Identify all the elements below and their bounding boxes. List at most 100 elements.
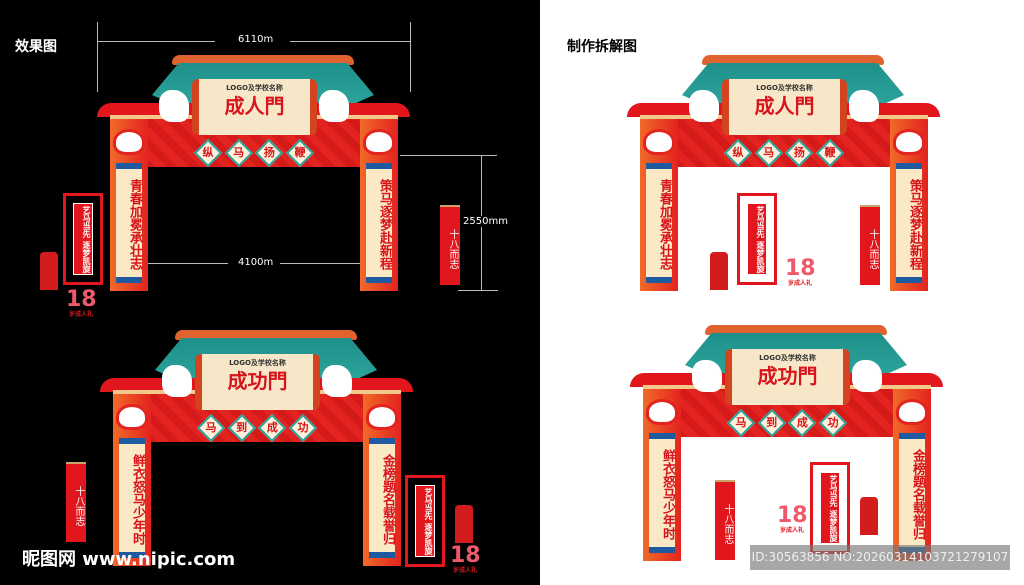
slogan-diamond: 鞭 <box>818 141 842 165</box>
logo-text: LOGO及学校名称 <box>226 84 283 92</box>
left-couplet: 鲜衣怒马少年时 <box>119 438 145 558</box>
roof-ridge <box>702 55 884 65</box>
left-couplet: 鲜衣怒马少年时 <box>649 433 675 553</box>
slogan-char: 到 <box>236 421 248 434</box>
age-number: 18 <box>785 256 816 281</box>
gift-box <box>710 252 728 290</box>
lion-head-icon <box>893 129 925 155</box>
banner-frame <box>405 475 445 567</box>
left-couplet: 青春加冕承壮志 <box>646 163 672 283</box>
lion-head-icon <box>363 129 395 155</box>
slogan-char: 功 <box>827 416 839 429</box>
slogan-diamonds: 马到成功 <box>729 411 845 437</box>
effect-label: 效果图 <box>15 39 57 55</box>
curtain-panel: 十八而志 <box>66 462 86 542</box>
curtain-panel: 十八而志 <box>860 205 880 285</box>
slogan-diamond: 纵 <box>726 141 750 165</box>
slogan-diamond: 马 <box>227 141 251 165</box>
dim-line <box>97 22 98 92</box>
slogan-char: 鞭 <box>824 146 836 159</box>
slogan-char: 扬 <box>793 146 805 159</box>
slogan-banner: 艺马当先 逐梦凯旋 <box>747 203 767 275</box>
horse-decoration <box>852 360 882 392</box>
dim-line <box>148 263 228 264</box>
width-dimension: 6110m <box>236 34 276 45</box>
lion-head-icon <box>366 404 398 430</box>
lion-head-icon <box>646 399 678 425</box>
horse-decoration <box>159 90 189 122</box>
lion-head-icon <box>113 129 145 155</box>
age-number: 18 <box>450 543 481 568</box>
dim-line <box>280 263 360 264</box>
ceremony-text: 岁成人礼 <box>787 280 812 287</box>
ceremony-text: 岁成人礼 <box>779 527 804 534</box>
curtain-panel: 十八而志 <box>440 205 460 285</box>
right-couplet: 金榜题名载誉归 <box>369 438 395 558</box>
slogan-char: 马 <box>205 421 217 434</box>
slogan-char: 到 <box>766 416 778 429</box>
horse-decoration <box>322 365 352 397</box>
slogan-diamond: 马 <box>757 141 781 165</box>
slogan-diamond: 到 <box>230 416 254 440</box>
slogan-banner: 艺马当先 逐梦凯旋 <box>415 485 435 557</box>
title-scroll: LOGO及学校名称成人門 <box>192 79 317 135</box>
lion-head-icon <box>896 399 928 425</box>
slogan-diamond: 功 <box>291 416 315 440</box>
gift-box <box>40 252 58 290</box>
slogan-char: 功 <box>297 421 309 434</box>
ceremony-text: 岁成人礼 <box>452 567 477 574</box>
arch-opening <box>151 442 363 566</box>
gift-box <box>860 497 878 535</box>
roof-ridge <box>172 55 354 65</box>
lion-head-icon <box>116 404 148 430</box>
roof-ridge <box>175 330 357 340</box>
slogan-diamonds: 马到成功 <box>199 416 315 442</box>
title-scroll: LOGO及学校名称成功門 <box>725 349 850 405</box>
arch-title: 成人門 <box>754 94 815 118</box>
slogan-diamond: 鞭 <box>288 141 312 165</box>
slogan-char: 纵 <box>732 146 744 159</box>
arch: LOGO及学校名称成人門纵 马 扬 鞭青春加冕承壮志 策马逐梦赴新程 <box>97 55 427 295</box>
slogan-banner: 艺马当先 逐梦凯旋 <box>820 472 840 544</box>
slogan-diamond: 马 <box>199 416 223 440</box>
arch-title: 成功門 <box>757 364 818 388</box>
title-scroll: LOGO及学校名称成功門 <box>195 354 320 410</box>
horse-decoration <box>319 90 349 122</box>
slogan-char: 纵 <box>202 146 214 159</box>
logo-text: LOGO及学校名称 <box>229 359 286 367</box>
slogan-char: 成 <box>796 416 808 429</box>
slogan-char: 扬 <box>263 146 275 159</box>
arch-opening <box>148 167 360 291</box>
slogan-char: 马 <box>763 146 775 159</box>
slogan-char: 鞭 <box>294 146 306 159</box>
slogan-diamond: 功 <box>821 411 845 435</box>
right-couplet: 策马逐梦赴新程 <box>896 163 922 283</box>
horse-decoration <box>692 360 722 392</box>
title-scroll: LOGO及学校名称成人門 <box>722 79 847 135</box>
left-couplet: 青春加冕承壮志 <box>116 163 142 283</box>
watermark-site: 昵图网 www.nipic.com <box>22 549 236 570</box>
watermark-id: ID:30563856 NO:20260314103721279107 <box>750 545 1010 570</box>
breakdown-label: 制作拆解图 <box>567 39 637 55</box>
roof-ridge <box>705 325 887 335</box>
slogan-diamond: 扬 <box>787 141 811 165</box>
right-couplet: 策马逐梦赴新程 <box>366 163 392 283</box>
dim-line <box>400 155 497 156</box>
logo-text: LOGO及学校名称 <box>756 84 813 92</box>
age-number: 18 <box>66 287 97 312</box>
slogan-banner: 艺马当先 逐梦凯旋 <box>73 203 93 275</box>
ceremony-text: 岁成人礼 <box>68 311 93 318</box>
age-number: 18 <box>777 503 808 528</box>
opening-dimension: 4100m <box>236 257 276 268</box>
arch-title: 成人門 <box>224 94 285 118</box>
slogan-diamond: 马 <box>729 411 753 435</box>
dim-line <box>97 41 215 42</box>
dim-line <box>458 290 498 291</box>
slogan-char: 马 <box>233 146 245 159</box>
slogan-char: 马 <box>735 416 747 429</box>
dim-line <box>290 41 410 42</box>
horse-decoration <box>162 365 192 397</box>
